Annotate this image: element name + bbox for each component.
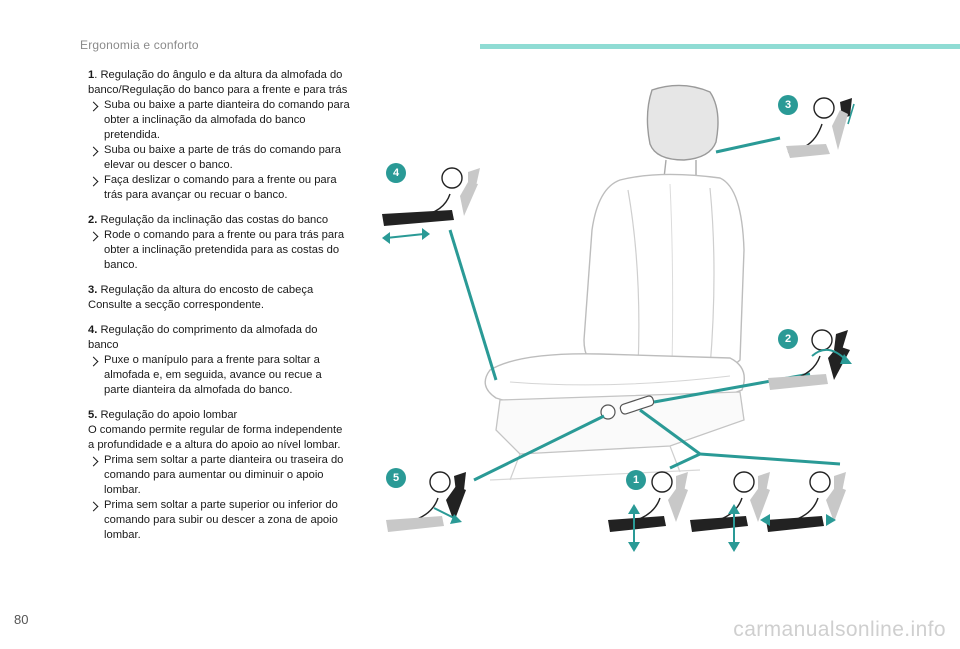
lumbar-control-knob — [600, 404, 616, 420]
section-5-line-1: O comando permite regular de forma indep… — [88, 424, 343, 451]
section-4-number: 4. — [88, 324, 98, 336]
seat-control-switch — [619, 395, 655, 415]
seat-base — [495, 391, 745, 455]
callout-2: 2 — [778, 329, 798, 349]
callout-5: 5 — [386, 468, 406, 488]
section-title: Ergonomia e conforto — [80, 38, 199, 52]
section-2-title: 2. Regulação da inclinação das costas do… — [88, 213, 350, 228]
pictogram-cushion-angle — [608, 471, 688, 552]
section-1-bullet-1: Suba ou baixe a parte dianteira do coman… — [88, 98, 350, 143]
pictogram-seat-height — [690, 471, 770, 552]
section-2: 2. Regulação da inclinação das costas do… — [88, 213, 350, 273]
pictogram-headrest — [786, 97, 855, 158]
section-5-heading: Regulação do apoio lombar — [97, 409, 238, 421]
section-1: 1. Regulação do ângulo e da altura da al… — [88, 68, 350, 203]
callout-1: 1 — [626, 470, 646, 490]
callout-3: 3 — [778, 95, 798, 115]
section-4-title: 4. Regulação do comprimento da almofada … — [88, 323, 350, 353]
backrest-shape — [583, 173, 745, 371]
instructions-column: 1. Regulação do ângulo e da altura da al… — [88, 68, 350, 553]
section-4-heading: Regulação do comprimento da almofada do … — [88, 324, 318, 351]
section-3-number: 3. — [88, 284, 98, 296]
section-1-title: 1. Regulação do ângulo e da altura da al… — [88, 68, 350, 98]
section-4-bullet-1: Puxe o manípulo para a frente para solta… — [88, 353, 350, 398]
section-1-heading: . Regulação do ângulo e da altura da alm… — [88, 69, 348, 96]
section-3-title: 3. Regulação da altura do encosto de cab… — [88, 283, 350, 298]
section-3-line-1: Consulte a secção correspondente. — [88, 299, 265, 311]
pictogram-seat-slide — [760, 471, 846, 532]
section-2-number: 2. — [88, 214, 98, 226]
section-2-heading: Regulação da inclinação das costas do ba… — [97, 214, 329, 226]
section-1-bullet-3: Faça deslizar o comando para a frente ou… — [88, 173, 350, 203]
header-bar — [480, 44, 960, 49]
section-1-number: 1 — [88, 69, 95, 81]
callout-4: 4 — [386, 163, 406, 183]
section-3-heading: Regulação da altura do encosto de cabeça — [97, 284, 314, 296]
section-1-bullet-2: Suba ou baixe a parte de trás do comando… — [88, 143, 350, 173]
section-5-bullet-2: Prima sem soltar a parte superior ou inf… — [88, 498, 350, 543]
seat-illustration — [382, 84, 855, 552]
section-5: 5. Regulação do apoio lombar O comando p… — [88, 408, 350, 543]
page-number: 80 — [14, 612, 29, 627]
section-3: 3. Regulação da altura do encosto de cab… — [88, 283, 350, 313]
section-5-bullet-1: Prima sem soltar a parte dianteira ou tr… — [88, 453, 350, 498]
section-2-bullet-1: Rode o comando para a frente ou para trá… — [88, 228, 350, 273]
pictogram-backrest — [768, 329, 852, 390]
section-4: 4. Regulação do comprimento da almofada … — [88, 323, 350, 398]
watermark: carmanualsonline.info — [733, 618, 946, 641]
headrest-shape — [646, 84, 719, 161]
section-5-title: 5. Regulação do apoio lombar — [88, 408, 350, 423]
pictogram-cushion-length — [382, 167, 480, 244]
pictogram-lumbar — [386, 471, 466, 532]
section-5-number: 5. — [88, 409, 98, 421]
